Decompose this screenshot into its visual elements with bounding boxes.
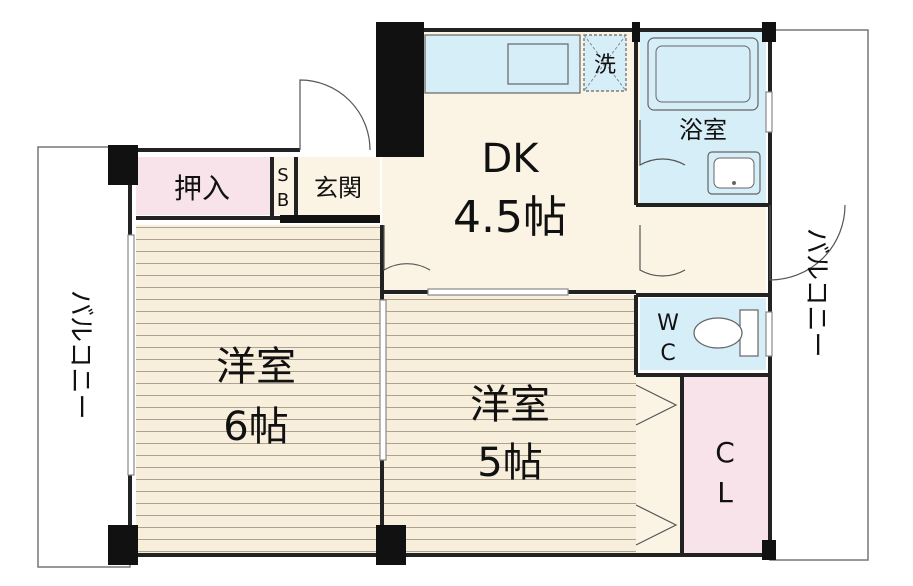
hall-floor	[632, 205, 766, 293]
western-6-name: 洋室	[216, 344, 296, 390]
shoebox-line2: B	[277, 190, 289, 211]
entrance-name: 玄関	[314, 174, 362, 202]
toilet-line1: W	[657, 311, 679, 336]
kitchen-counter	[424, 34, 581, 94]
western-5-size: 5帖	[477, 440, 542, 486]
entrance-fill	[296, 157, 380, 215]
closet-doors	[635, 384, 678, 546]
shoebox-fill	[272, 157, 296, 215]
windows	[127, 91, 773, 476]
shoebox-line1: S	[277, 165, 288, 186]
washer-space	[583, 34, 627, 92]
corridor-floor	[636, 375, 682, 555]
western-6-size: 6帖	[223, 404, 288, 450]
closet-line2: L	[717, 476, 733, 509]
walls	[120, 28, 772, 560]
balcony-left	[37, 146, 131, 568]
wall-columns	[108, 22, 776, 565]
western-5-name: 洋室	[470, 382, 550, 428]
closet-fill	[682, 375, 768, 555]
bathtub	[647, 37, 759, 111]
closet-line1: C	[715, 436, 735, 469]
western-6-floor	[136, 225, 380, 555]
western-5-floor	[384, 295, 636, 555]
balcony-left-label: バルコニー	[65, 290, 95, 419]
oshiire-fill	[136, 157, 272, 215]
toilet-fixture	[693, 309, 759, 357]
balcony-right	[769, 29, 869, 561]
dk-name: DK	[481, 136, 540, 182]
dk-size: 4.5帖	[453, 192, 567, 243]
bath-name: 浴室	[679, 116, 727, 144]
balcony-right-label: バルコニー	[801, 228, 831, 357]
door-swings	[299, 79, 846, 281]
washbasin	[707, 151, 761, 195]
washer-label: 洗	[594, 53, 616, 78]
oshiire-name: 押入	[174, 172, 230, 205]
toilet-line2: C	[660, 341, 675, 366]
